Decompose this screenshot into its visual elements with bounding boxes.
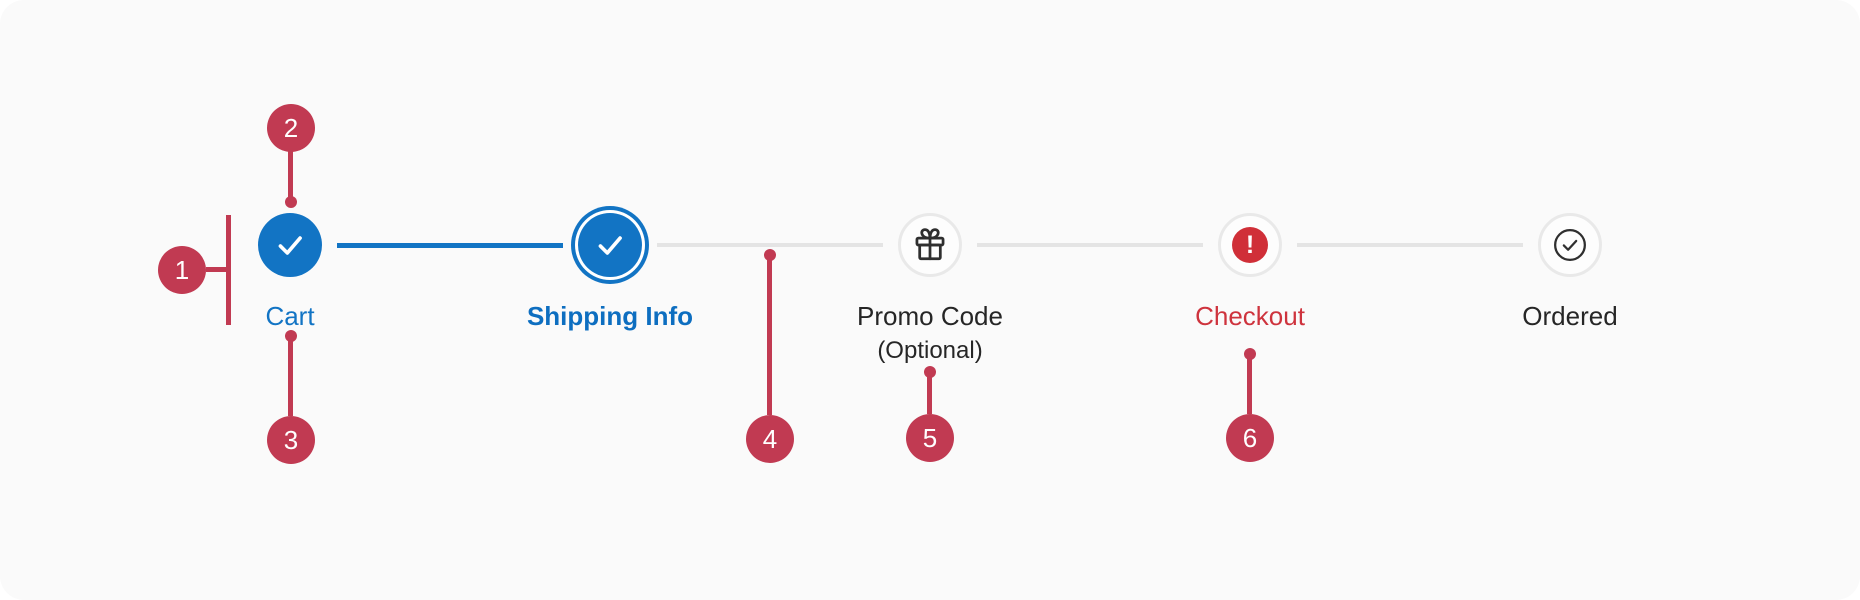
step-cart[interactable]: Cart xyxy=(130,0,450,400)
checkmark-icon xyxy=(593,228,627,262)
connector-completed xyxy=(337,243,563,248)
callout-2-marker: 2 xyxy=(267,104,315,152)
callout-6-marker: 6 xyxy=(1226,414,1274,462)
error-glyph: ! xyxy=(1245,231,1255,259)
step-indicator-ordered[interactable] xyxy=(1538,213,1602,277)
checkmark-circle-icon xyxy=(1551,226,1589,264)
step-ordered[interactable]: Ordered xyxy=(1410,0,1730,400)
connector-pending-1 xyxy=(657,243,883,247)
callout-2-line xyxy=(288,150,293,202)
step-label-shipping-info[interactable]: Shipping Info xyxy=(526,301,694,331)
callout-1-stub-line xyxy=(206,267,228,272)
callout-1-marker: 1 xyxy=(158,246,206,294)
gift-icon xyxy=(908,223,952,267)
callout-4-line xyxy=(767,255,772,415)
connector-pending-3 xyxy=(1297,243,1523,247)
callout-5-marker: 5 xyxy=(906,414,954,462)
callout-3-line xyxy=(288,336,293,416)
connector-pending-2 xyxy=(977,243,1203,247)
checkmark-icon xyxy=(273,228,307,262)
step-optional-label[interactable]: (Optional) xyxy=(877,337,983,364)
step-indicator-promo-code[interactable] xyxy=(898,213,962,277)
callout-6-line xyxy=(1247,354,1252,414)
step-indicator-cart[interactable] xyxy=(258,213,322,277)
callout-4-marker: 4 xyxy=(746,415,794,463)
step-shipping-info[interactable]: Shipping Info xyxy=(450,0,770,400)
callout-3-marker: 3 xyxy=(267,416,315,464)
step-label-cart[interactable]: Cart xyxy=(265,301,315,331)
step-label-checkout[interactable]: Checkout xyxy=(1195,301,1305,331)
step-indicator-shipping-info[interactable] xyxy=(578,213,642,277)
callout-1-bracket-line xyxy=(226,215,231,325)
step-label-ordered[interactable]: Ordered xyxy=(1522,301,1618,331)
callout-5-line xyxy=(927,372,932,414)
step-indicator-checkout[interactable]: ! xyxy=(1218,213,1282,277)
callout-2-dot xyxy=(285,196,297,208)
step-promo-code[interactable]: Promo Code (Optional) xyxy=(770,0,1090,400)
error-exclamation-icon: ! xyxy=(1232,227,1268,263)
step-checkout[interactable]: ! Checkout xyxy=(1090,0,1410,400)
step-label-promo-code[interactable]: Promo Code xyxy=(857,301,1003,331)
